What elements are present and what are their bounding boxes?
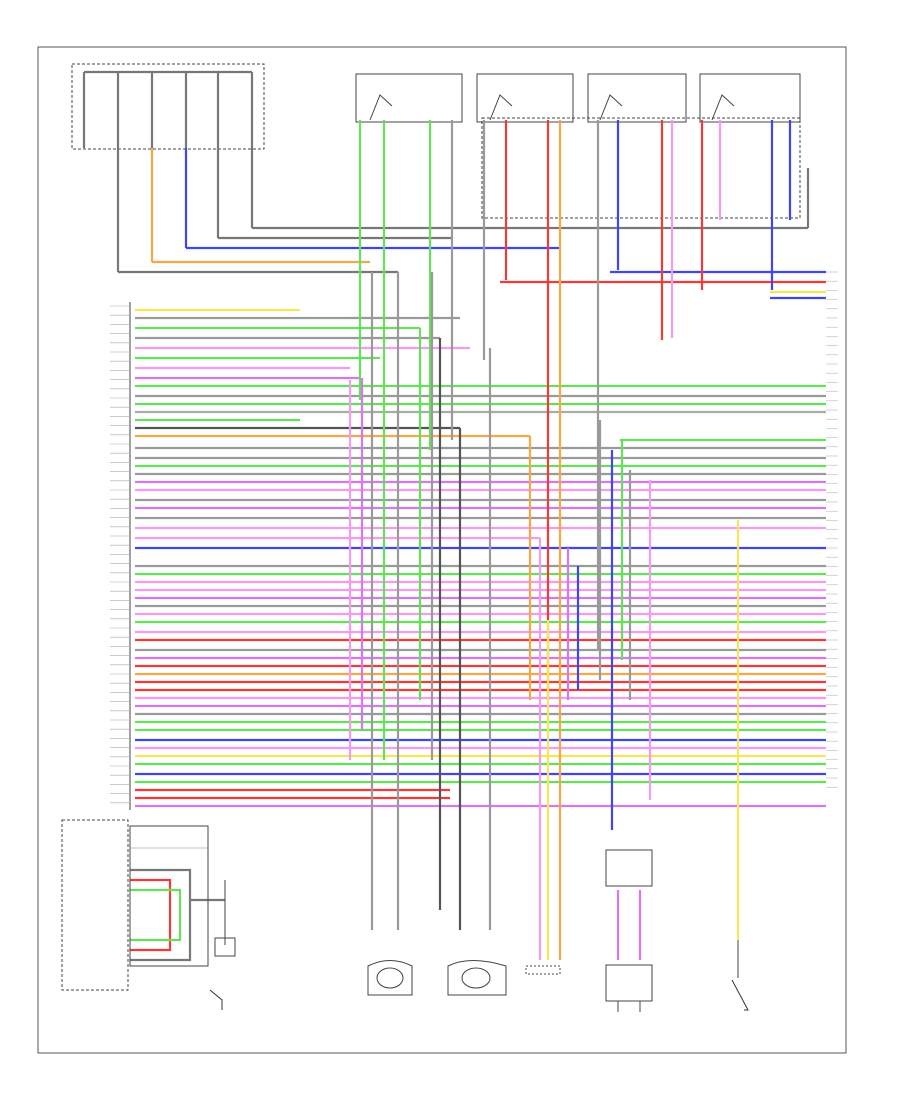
switch-group-dashed: [481, 117, 801, 219]
short-connector: [605, 849, 653, 1012]
switch-box-2: [476, 73, 574, 123]
ground-switch: [209, 880, 236, 1010]
wire-harness: [82, 70, 826, 962]
control-module: [61, 819, 209, 991]
switch-box-3: [587, 73, 687, 123]
connector-mid: [525, 965, 561, 975]
switch-box-4: [699, 73, 801, 123]
module-gray-loop: [130, 868, 192, 962]
module-green-loop: [130, 888, 182, 942]
sensor-right: [731, 940, 749, 1011]
right-terminal-ticks: [826, 271, 838, 788]
fuse-block: [71, 63, 265, 150]
module-red-loop: [130, 878, 172, 952]
diagram-frame: [37, 46, 847, 1054]
front-lamp-left: [447, 960, 507, 996]
switch-box-1: [355, 73, 463, 123]
pin-ticks: [110, 305, 130, 804]
front-lamp-right: [367, 960, 413, 996]
